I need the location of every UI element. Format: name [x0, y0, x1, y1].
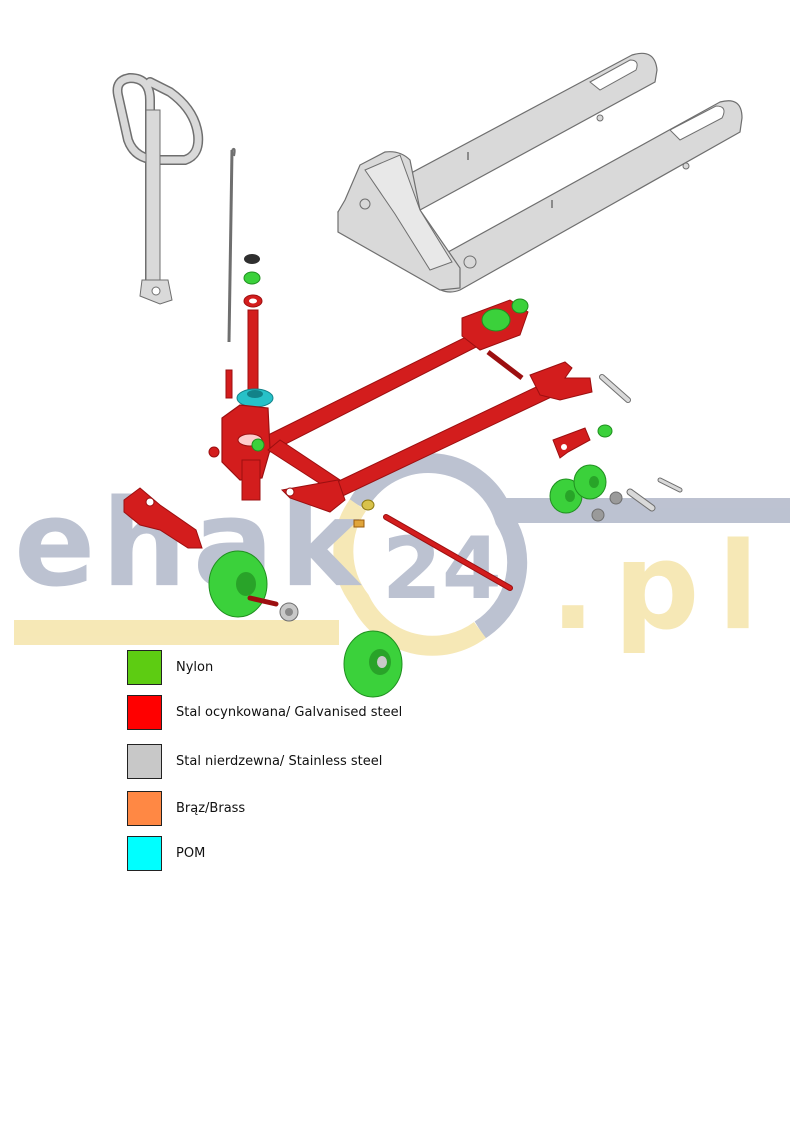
roller-bracket-front: [529, 361, 593, 401]
watermark-ring-yellow-arc: [333, 499, 486, 656]
tow-handle: [112, 72, 204, 305]
control-rod: [227, 147, 236, 343]
legend-item-pom: POM: [127, 834, 205, 872]
small-roller-green: [597, 424, 613, 438]
roller-bracket-back: [461, 298, 529, 351]
steer-wheel-right: [343, 630, 403, 698]
pump-seal-green: [243, 271, 261, 285]
steer-wheel-left: [208, 550, 299, 622]
pump-body: [208, 404, 346, 513]
brass-bushings: [353, 499, 375, 528]
legend-label: Brąz/Brass: [176, 800, 246, 816]
cross-pin-red: [486, 350, 524, 380]
legend-swatch: [127, 790, 162, 826]
legend-swatch: [127, 835, 162, 871]
bearing-washers: [591, 491, 623, 522]
watermark-badge-text: 24: [382, 519, 502, 619]
stainless-pin-right: [599, 374, 631, 403]
legend-swatch: [127, 694, 162, 730]
pump-ring-red: [243, 294, 263, 308]
watermark-right-text: .pl: [550, 518, 777, 657]
legend-item-stainless-steel: Stal nierdzewna/ Stainless steel: [127, 742, 382, 780]
roller-link-red: [552, 427, 591, 459]
steer-axle-red: [383, 514, 513, 591]
pump-piston: [247, 309, 259, 391]
watermark-yellow-bar: [14, 620, 339, 645]
stainless-axle-pins: [626, 477, 683, 512]
legend-label: POM: [176, 845, 206, 861]
small-pin-red: [225, 369, 233, 399]
legend-label: Nylon: [176, 659, 214, 675]
legend-item-brass: Brąz/Brass: [127, 789, 245, 827]
pom-bushing: [236, 388, 274, 408]
legend-label: Stal nierdzewna/ Stainless steel: [176, 753, 383, 769]
fork-frame: [337, 52, 743, 293]
load-roller-pair: [549, 464, 607, 514]
legend-item-nylon: Nylon: [127, 648, 213, 686]
pump-seal-black: [244, 254, 260, 264]
steering-bracket-red: [123, 487, 203, 549]
legend-swatch: [127, 649, 162, 685]
watermark: ehak 24 .pl: [14, 453, 790, 657]
legend-label: Stal ocynkowana/ Galvanised steel: [176, 704, 403, 720]
legend-swatch: [127, 743, 162, 779]
legend-item-galvanised-steel: Stal ocynkowana/ Galvanised steel: [127, 693, 402, 731]
